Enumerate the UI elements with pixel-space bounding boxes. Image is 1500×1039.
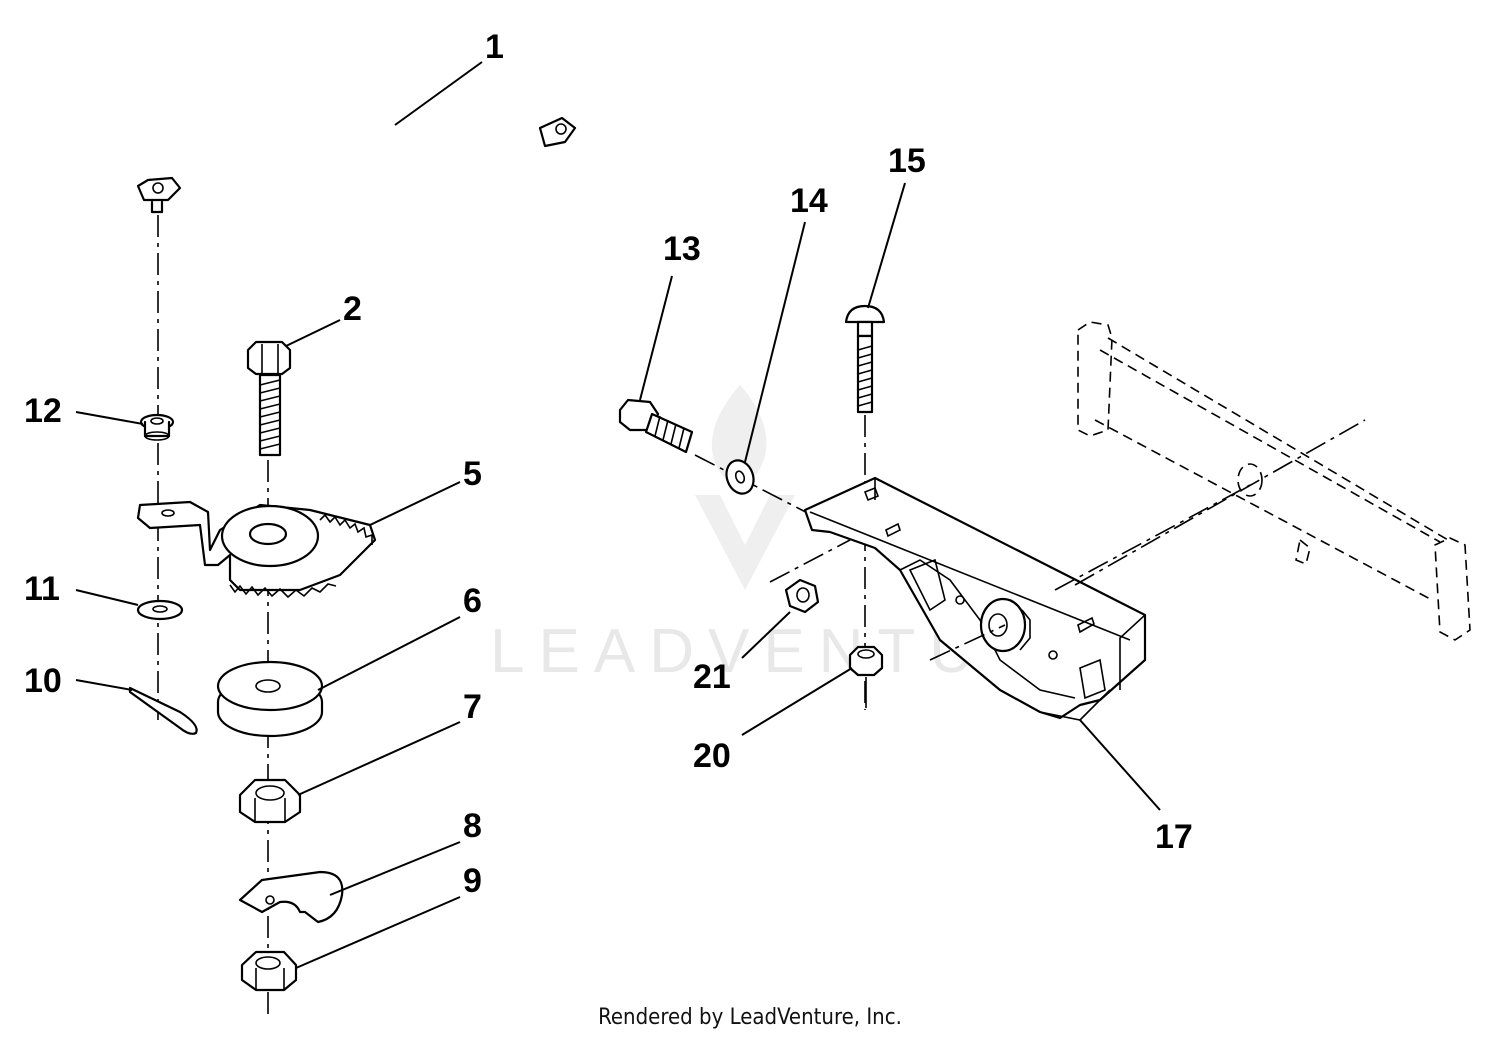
leader-14 <box>744 221 806 463</box>
leader-12 <box>75 411 144 425</box>
leader-13 <box>639 275 673 401</box>
leader-17 <box>1079 719 1161 811</box>
callout-10: 10 <box>24 662 62 700</box>
callout-11: 11 <box>24 570 60 608</box>
callout-labels: 1 2 5 6 7 8 9 10 11 12 13 14 15 17 20 21 <box>24 28 1193 900</box>
leader-9 <box>295 896 461 969</box>
callout-5: 5 <box>463 455 482 493</box>
callout-15: 15 <box>888 142 926 180</box>
part-1-control-rod <box>136 69 577 232</box>
leader-21 <box>741 611 791 659</box>
leader-6 <box>317 616 461 691</box>
leader-8 <box>329 841 461 896</box>
leader-15 <box>867 182 906 309</box>
part-7-hex-nut <box>238 778 302 824</box>
callout-9: 9 <box>463 862 482 900</box>
callout-17: 17 <box>1155 818 1193 856</box>
part-13-hex-bolt <box>618 398 694 454</box>
part-12-flange-nut <box>139 413 175 441</box>
callout-2: 2 <box>343 290 362 328</box>
leader-2 <box>285 319 341 347</box>
callout-21: 21 <box>693 658 731 696</box>
part-5-sector-gear <box>136 500 377 599</box>
leader-11 <box>75 589 139 606</box>
part-2-hex-bolt <box>246 340 292 457</box>
leader-10 <box>75 679 133 691</box>
leader-lines <box>75 61 1161 969</box>
callout-6: 6 <box>463 582 482 620</box>
part-9-hex-nut <box>240 950 298 992</box>
part-6-flat-washer <box>216 660 324 738</box>
callout-1: 1 <box>485 28 504 66</box>
part-8-spring-clip <box>238 870 344 924</box>
callout-14: 14 <box>790 182 828 220</box>
axis-line-axle <box>929 624 1006 661</box>
part-14-washer <box>725 459 755 495</box>
callout-13: 13 <box>663 230 701 268</box>
part-10-cotter-pin <box>128 686 198 735</box>
part-17-bracket <box>803 476 1147 721</box>
callout-12: 12 <box>24 392 62 430</box>
phantom-axle-assembly <box>1054 321 1471 641</box>
axis-line-nut-21 <box>769 539 851 583</box>
leader-7 <box>297 721 461 796</box>
leader-1 <box>394 61 483 126</box>
leader-20 <box>741 667 853 736</box>
leader-5 <box>369 481 461 526</box>
render-credit: Rendered by LeadVenture, Inc. <box>598 1005 902 1030</box>
part-11-washer <box>136 599 184 621</box>
part-15-carriage-bolt <box>844 304 886 414</box>
part-21-nut <box>784 578 820 614</box>
part-20-nut <box>848 645 884 677</box>
callout-8: 8 <box>463 807 482 845</box>
callout-20: 20 <box>693 737 731 775</box>
callout-7: 7 <box>463 688 482 726</box>
